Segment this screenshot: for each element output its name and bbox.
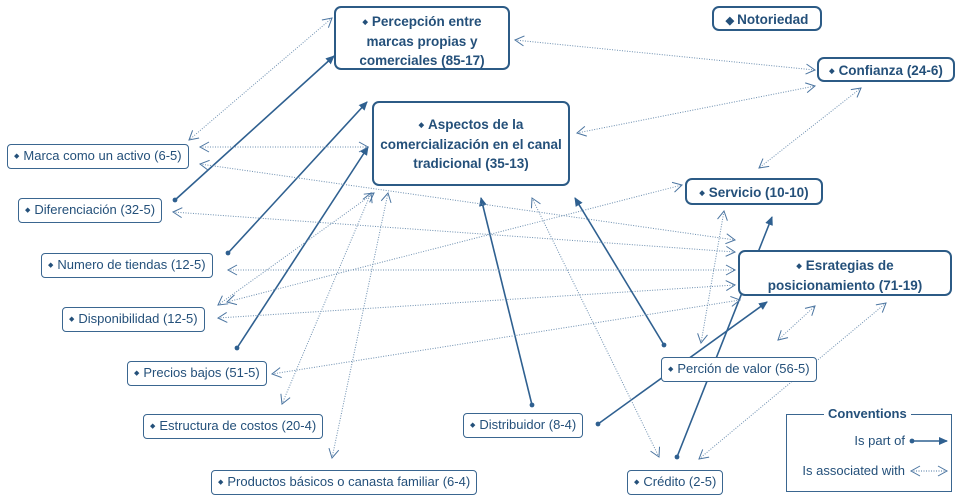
bullet-icon: ◆ — [69, 315, 75, 323]
node-esrategias[interactable]: ◆Esrategias de posicionamiento (71-19) — [738, 250, 952, 296]
bullet-icon: ◆ — [418, 121, 425, 129]
node-label: Percepción entre marcas propias y comerc… — [359, 14, 485, 68]
legend-is-part-of-label: Is part of — [854, 433, 905, 448]
node-productos[interactable]: ◆Productos básicos o canasta familiar (6… — [211, 470, 478, 495]
node-label: Notoriedad — [737, 12, 809, 27]
is-part-of-distribuidor-aspectos — [479, 197, 535, 408]
is-associated-credito-esrategias — [698, 302, 887, 460]
legend: Conventions Is part of Is associated wit… — [786, 406, 952, 492]
is-associated-diferenciacion-esrategias — [171, 207, 737, 257]
is-associated-disponibilidad-aspectos — [217, 192, 375, 306]
node-label: Disponibilidad (12-5) — [78, 311, 198, 326]
bullet-icon: ◆ — [796, 262, 802, 270]
node-label: Productos básicos o canasta familiar (6-… — [227, 474, 471, 489]
node-notoriedad[interactable]: ◆Notoriedad — [712, 6, 822, 31]
node-percion[interactable]: ◆Perción de valor (56-5) — [661, 357, 817, 382]
bullet-icon: ◆ — [362, 18, 368, 26]
legend-title: Conventions — [824, 406, 911, 421]
diamond-icon: ◆ — [725, 15, 735, 27]
bullet-icon: ◆ — [48, 261, 54, 269]
is-associated-productos-aspectos — [328, 191, 392, 460]
bullet-icon: ◆ — [218, 478, 224, 486]
is-associated-credito-aspectos — [530, 197, 661, 458]
node-credito[interactable]: ◆Crédito (2-5) — [627, 470, 724, 495]
legend-is-associated-label: Is associated with — [802, 463, 905, 478]
bullet-icon: ◆ — [14, 152, 20, 160]
is-associated-percion-servicio — [697, 209, 728, 345]
node-servicio[interactable]: ◆Servicio (10-10) — [685, 178, 823, 205]
node-confianza[interactable]: ◆Confianza (24-6) — [817, 57, 955, 82]
is-associated-aspectos-confianza — [575, 82, 817, 137]
is-part-of-diferenciacion-percepcion — [172, 55, 335, 203]
node-distribuidor[interactable]: ◆Distribuidor (8-4) — [463, 413, 584, 438]
bullet-icon: ◆ — [150, 422, 156, 430]
node-precios[interactable]: ◆Precios bajos (51-5) — [127, 361, 267, 386]
node-tiendas[interactable]: ◆Numero de tiendas (12-5) — [41, 253, 213, 278]
node-percepcion[interactable]: ◆Percepción entre marcas propias y comer… — [334, 6, 510, 70]
bullet-icon: ◆ — [134, 369, 140, 377]
bullet-icon: ◆ — [634, 478, 640, 486]
node-label: Confianza (24-6) — [838, 63, 943, 78]
is-associated-confianza-servicio — [758, 87, 862, 169]
node-label: Numero de tiendas (12-5) — [57, 257, 206, 272]
node-label: Marca como un activo (6-5) — [23, 148, 182, 163]
node-label: Precios bajos (51-5) — [143, 365, 260, 380]
bullet-icon: ◆ — [25, 206, 31, 214]
is-associated-disponibilidad-servicio — [226, 181, 683, 306]
legend-arrows — [909, 437, 949, 477]
node-label: Distribuidor (8-4) — [479, 417, 577, 432]
node-diferenciacion[interactable]: ◆Diferenciación (32-5) — [18, 198, 163, 223]
is-associated-percion-esrategias — [777, 305, 816, 341]
is-associated-percepcion-confianza — [513, 35, 817, 75]
node-label: Diferenciación (32-5) — [34, 202, 156, 217]
bullet-icon: ◆ — [829, 67, 835, 75]
node-label: Esrategias de posicionamiento (71-19) — [767, 258, 923, 293]
bullet-icon: ◆ — [470, 421, 476, 429]
node-estructura[interactable]: ◆Estructura de costos (20-4) — [143, 414, 324, 439]
node-label: Crédito (2-5) — [643, 474, 717, 489]
is-part-of-precios-aspectos — [234, 146, 369, 351]
node-label: Aspectos de la comercialización en el ca… — [380, 117, 562, 171]
node-label: Perción de valor (56-5) — [677, 361, 810, 376]
is-part-of-percion-aspectos — [574, 197, 667, 348]
node-marca[interactable]: ◆Marca como un activo (6-5) — [7, 144, 189, 169]
node-label: Estructura de costos (20-4) — [159, 418, 317, 433]
bullet-icon: ◆ — [699, 189, 705, 197]
node-label: Servicio (10-10) — [708, 185, 809, 200]
node-aspectos[interactable]: ◆Aspectos de la comercialización en el c… — [372, 101, 570, 186]
node-disponibilidad[interactable]: ◆Disponibilidad (12-5) — [62, 307, 205, 332]
bullet-icon: ◆ — [668, 365, 674, 373]
